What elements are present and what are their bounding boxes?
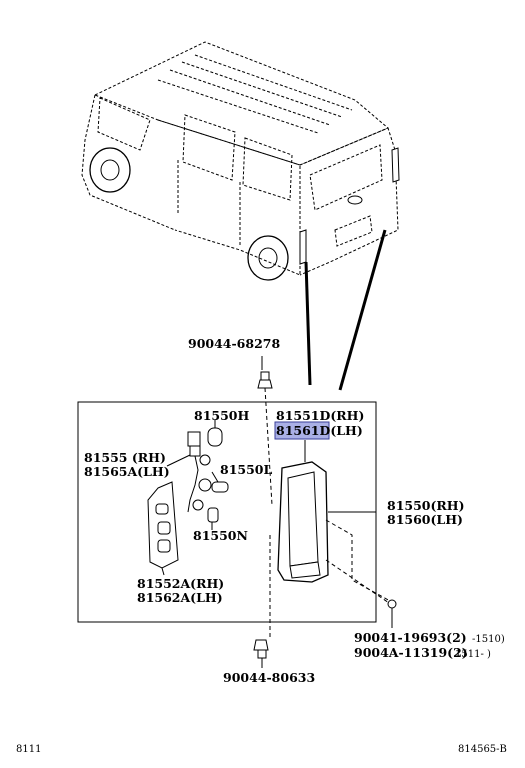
label-screw-top[interactable]: 90044-68278 [188,336,280,351]
socket-harness-icon [187,431,212,513]
gasket-icon [147,481,179,569]
label-socket-rh[interactable]: 81555 (RH) [84,450,166,465]
highlight-81561d [274,421,330,440]
label-bulb-81550n[interactable]: 81550N [193,528,248,543]
label-bulb-81550h[interactable]: 81550H [194,408,249,423]
van-illustration [81,41,400,281]
label-nut-1-range: -1510) [472,634,505,645]
footer-right-code: 814565-B [458,744,507,755]
leader-lines [161,420,376,576]
pointer-lines [304,229,387,391]
label-screw-bottom[interactable]: 90044-80633 [223,670,315,685]
label-gasket-lh[interactable]: 81562A(LH) [137,590,223,605]
tail-lamp-icon [277,461,329,583]
label-lamp-rh[interactable]: 81550(RH) [387,498,465,513]
bulb-81550l-icon [211,481,229,493]
bulb-81550h-icon [207,427,223,447]
label-lamp-lh[interactable]: 81560(LH) [387,512,463,527]
label-lens-lh[interactable]: 81561D(LH) [276,423,363,438]
label-gasket-rh[interactable]: 81552A(RH) [137,576,224,591]
label-nut-2-range: 1511- ) [455,649,491,660]
bulb-81550n-icon [207,507,219,523]
screw-bottom-icon [253,639,269,659]
footer-left-code: 8111 [16,744,41,755]
label-bulb-81550l[interactable]: 81550L [220,462,272,477]
label-nut-2[interactable]: 9004A-11319(2) [354,645,468,660]
screw-top-icon [257,371,273,389]
label-socket-lh[interactable]: 81565A(LH) [84,464,170,479]
nut-icon [387,599,397,628]
label-nut-1[interactable]: 90041-19693(2) [354,630,467,645]
label-lens-rh[interactable]: 81551D(RH) [276,408,364,423]
